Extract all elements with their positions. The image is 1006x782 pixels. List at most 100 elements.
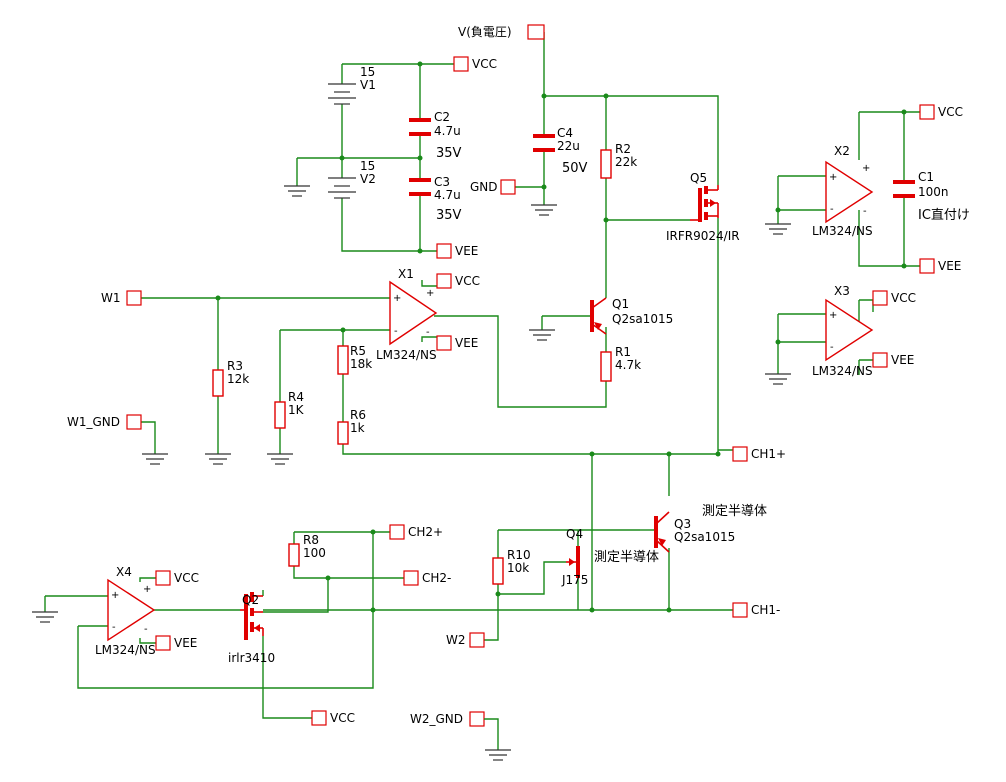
c3-ref: C3 (434, 175, 450, 189)
c2-value: 4.7u (434, 124, 461, 138)
capacitor-c4 (533, 134, 555, 152)
r1-ref: R1 (615, 345, 631, 359)
q3-ref: Q3 (674, 517, 691, 531)
x1-vee-port (436, 335, 452, 351)
battery-v1 (328, 83, 356, 105)
w2-gnd-port (469, 711, 485, 727)
v1-ref: V1 (360, 78, 376, 92)
v2-value: 15 (360, 159, 375, 173)
q2-vcc-port (311, 710, 327, 726)
w1-label: W1 (101, 291, 121, 305)
svg-text:-: - (830, 204, 834, 215)
c1-ref: C1 (918, 170, 934, 184)
capacitor-c3 (409, 178, 431, 196)
w1-gnd-port (126, 414, 142, 430)
vneg-port (527, 24, 545, 40)
r5-ref: R5 (350, 344, 366, 358)
svg-text:+: + (862, 163, 870, 174)
resistor-r10 (492, 557, 504, 585)
vcc-supply-label: VCC (472, 57, 497, 71)
x3-vee-port (872, 352, 888, 368)
ground-symbol-c4 (531, 204, 557, 216)
ch1n-label: CH1- (751, 603, 780, 617)
r6-ref: R6 (350, 408, 366, 422)
x1-vcc-port (436, 273, 452, 289)
ch2n-label: CH2- (422, 571, 451, 585)
c1-value: 100n (918, 185, 949, 199)
w1-port (126, 290, 142, 306)
opamp-x4 (107, 578, 156, 642)
x4-value: LM324/NS (95, 643, 156, 657)
r6-value: 1k (350, 421, 365, 435)
gnd-port (500, 179, 516, 195)
x1-vee-label: VEE (455, 336, 478, 350)
c3-note: 35V (436, 208, 462, 223)
c4-value: 22u (557, 139, 580, 153)
r3-ref: R3 (227, 359, 243, 373)
resistor-r2 (600, 149, 612, 179)
svg-text:-: - (426, 327, 430, 338)
resistor-r6 (337, 421, 349, 445)
ground-symbol-q1 (529, 329, 555, 341)
ch1n-port (732, 602, 748, 618)
w1-gnd-label: W1_GND (67, 415, 120, 429)
ground-symbol-w2 (485, 749, 511, 761)
q2-vcc-label: VCC (330, 711, 355, 725)
svg-text:+: + (829, 310, 837, 321)
ch1p-label: CH1+ (751, 447, 786, 461)
battery-v2 (328, 177, 356, 199)
x3-vee-label: VEE (891, 353, 914, 367)
x4-vee-port (155, 635, 171, 651)
q1-ref: Q1 (612, 297, 629, 311)
x4-vee-label: VEE (174, 636, 197, 650)
q4-value: J175 (561, 573, 588, 587)
resistor-r8 (288, 543, 300, 567)
transistor-q3 (640, 511, 670, 553)
x2-vee-port (919, 258, 935, 274)
r10-value: 10k (507, 561, 529, 575)
ground-symbol-supply (284, 185, 310, 197)
r4-value: 1K (288, 403, 305, 417)
c3-value: 4.7u (434, 188, 461, 202)
svg-text:-: - (830, 342, 834, 353)
r3-value: 12k (227, 372, 249, 386)
svg-text:-: - (394, 326, 398, 337)
ground-symbol-x3 (765, 373, 791, 385)
x4-vcc-port (155, 570, 171, 586)
vee-supply-label: VEE (455, 244, 478, 258)
svg-text:-: - (112, 622, 116, 633)
opamp-x1 (389, 280, 438, 346)
svg-text:+: + (393, 293, 401, 304)
resistor-r4 (274, 401, 286, 429)
x2-value: LM324/NS (812, 224, 873, 238)
c4-note: 50V (562, 161, 588, 176)
vee-supply-port (436, 243, 452, 259)
q2-ref: Q2 (242, 593, 259, 607)
resistor-r5 (337, 345, 349, 375)
transistor-q1 (568, 297, 607, 335)
mosfet-q5 (690, 185, 719, 222)
q3-note: 測定半導体 (702, 504, 767, 519)
w2-port (469, 632, 485, 648)
ground-symbol-x2 (765, 223, 791, 235)
x3-value: LM324/NS (812, 364, 873, 378)
q2-value: irlr3410 (228, 651, 275, 665)
x1-value: LM324/NS (376, 348, 437, 362)
v2-ref: V2 (360, 172, 376, 186)
x3-vcc-port (872, 290, 888, 306)
q4-ref: Q4 (566, 527, 583, 541)
r2-value: 22k (615, 155, 637, 169)
x2-vcc-label: VCC (938, 105, 963, 119)
vcc-supply-port (453, 56, 469, 72)
opamp-x3 (825, 298, 874, 362)
x2-vee-label: VEE (938, 259, 961, 273)
x2-ref: X2 (834, 144, 850, 158)
ch2p-label: CH2+ (408, 525, 443, 539)
r8-value: 100 (303, 546, 326, 560)
capacitor-c1 (893, 180, 915, 198)
x3-ref: X3 (834, 284, 850, 298)
c4-ref: C4 (557, 126, 573, 140)
w2-gnd-label: W2_GND (410, 712, 463, 726)
negative-voltage-section: V(負電圧) C4 22u 50V GND R2 22k (434, 24, 740, 454)
mosfet-q2 (240, 592, 264, 640)
